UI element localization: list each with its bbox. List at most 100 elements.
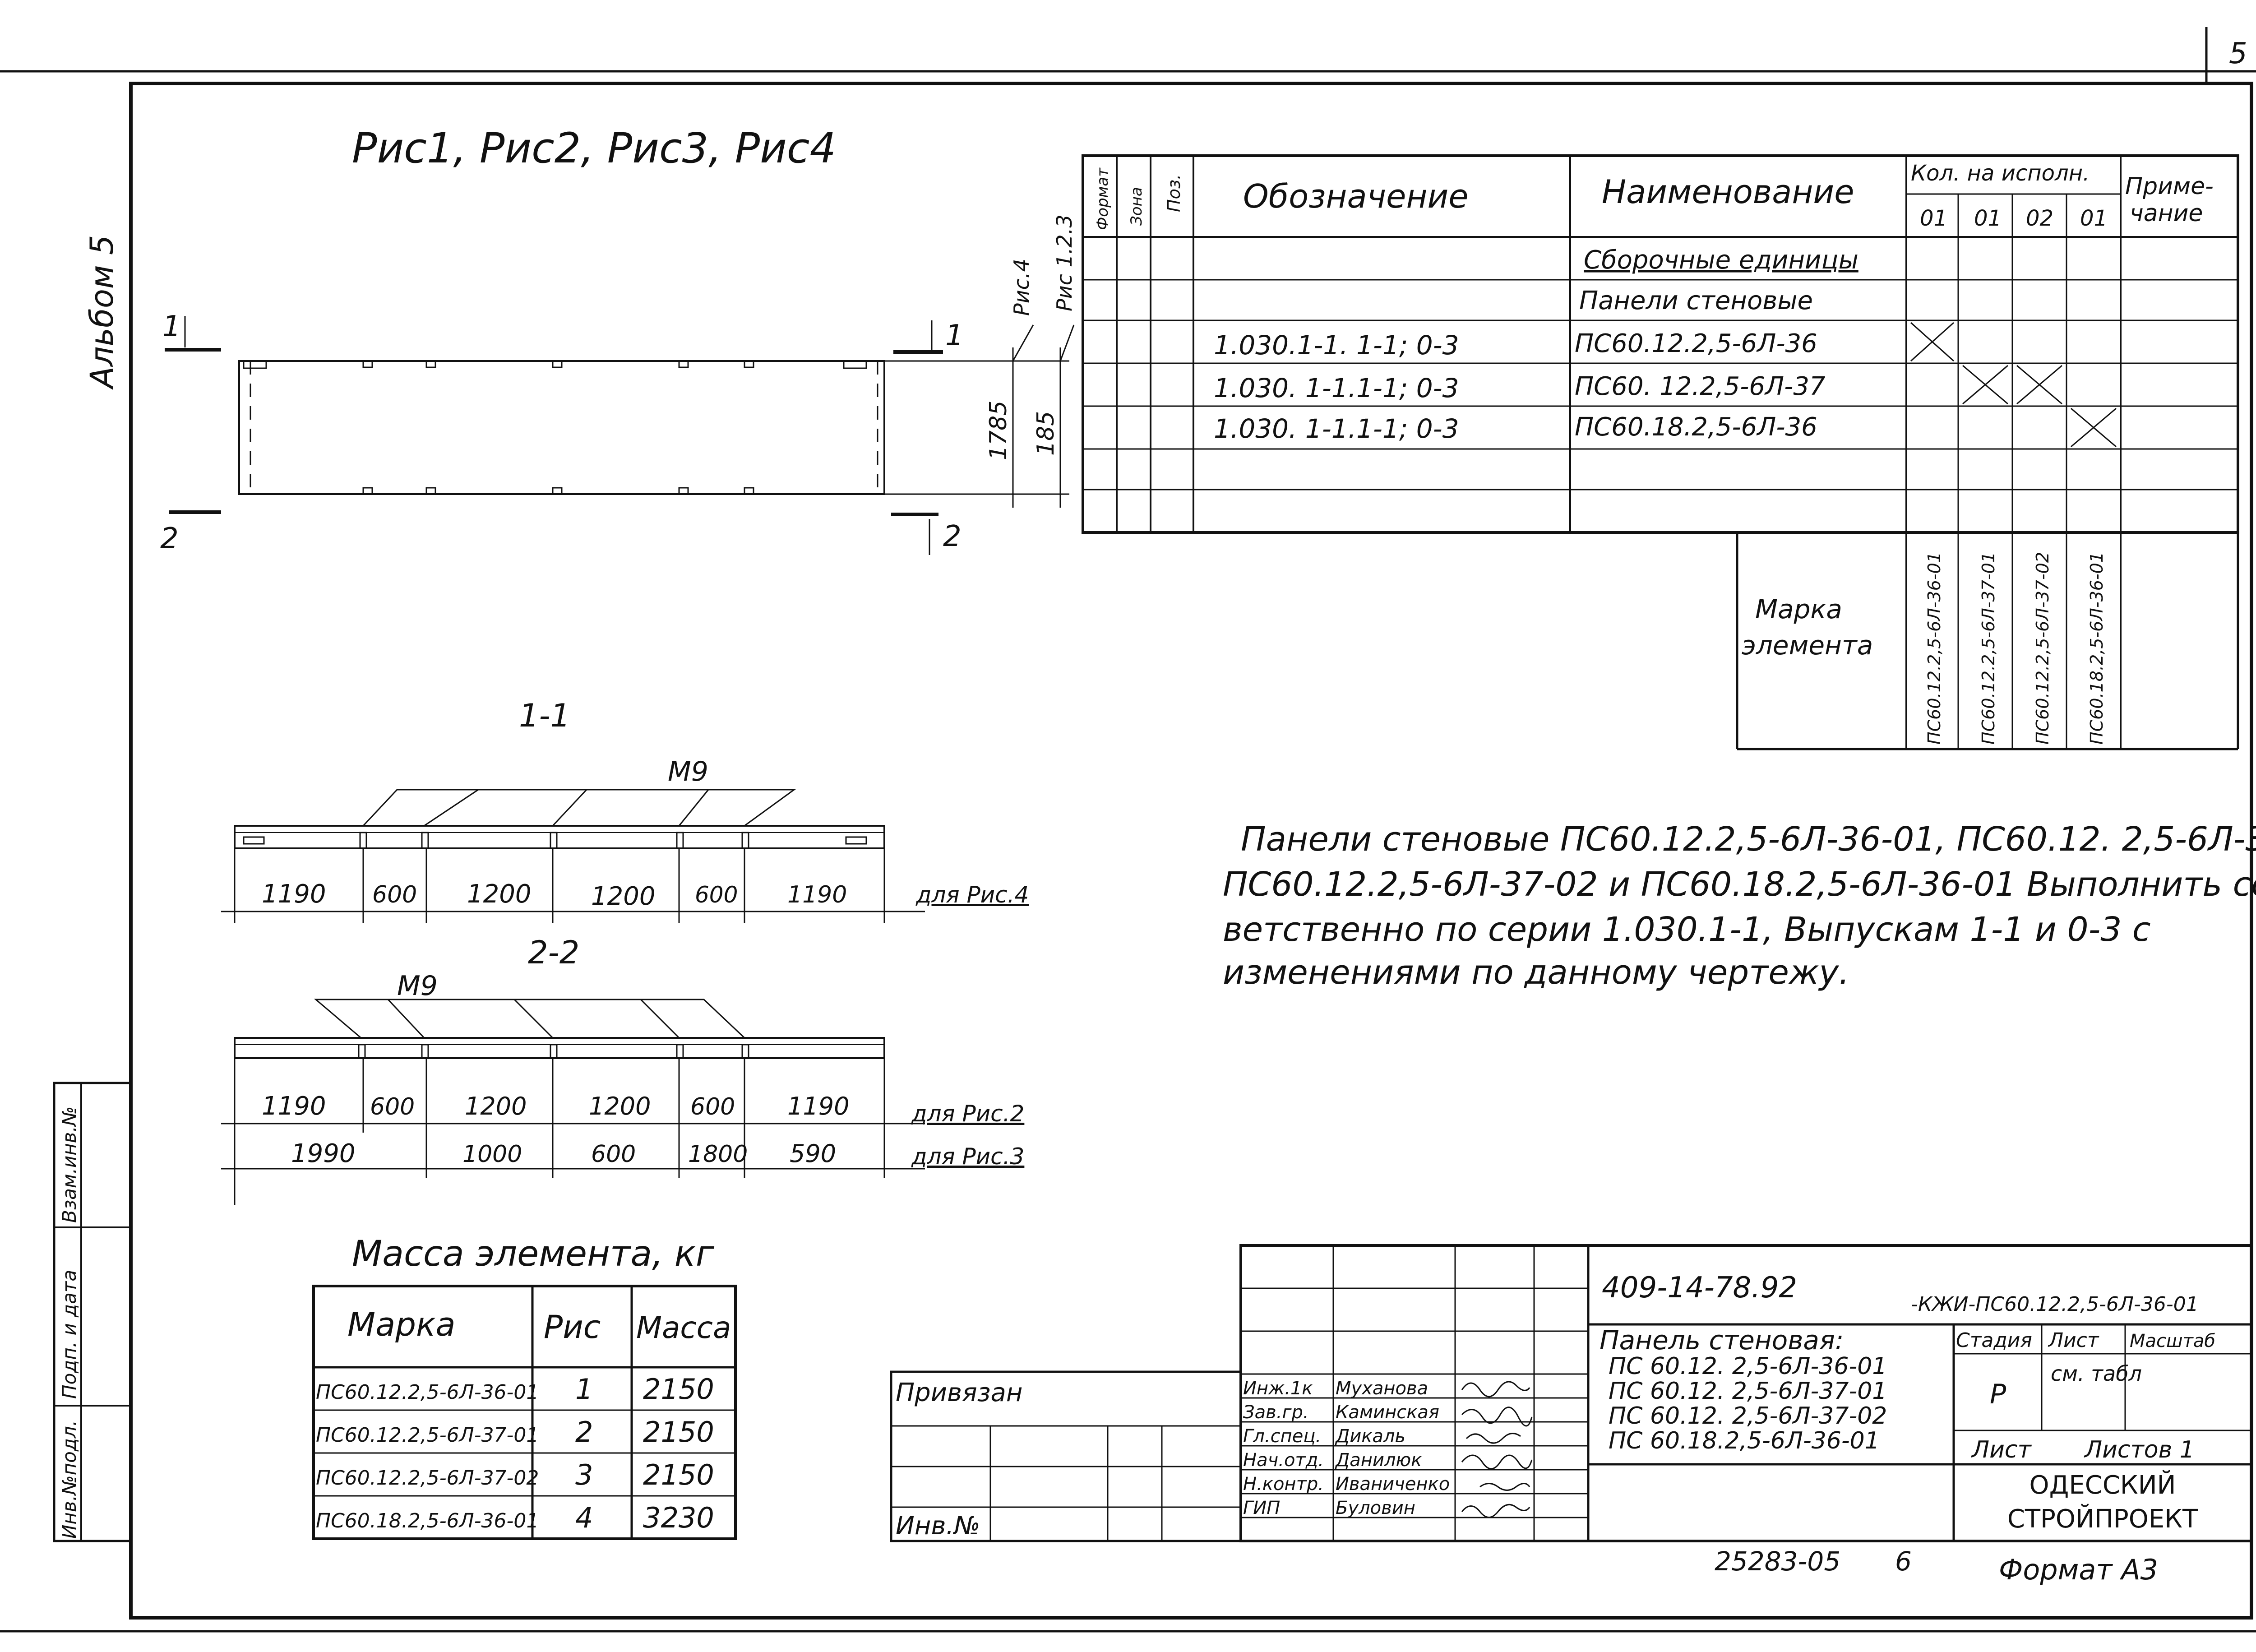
role-6-name: Буловин [1336,1498,1415,1518]
mass-row-1-mass: 2150 [643,1373,714,1406]
section-2-2-note: для Рис.2 [911,1101,1024,1127]
spec-header-zone: Зона [1128,187,1146,226]
side-stamp-inv: Инв.№подл. [58,1420,80,1539]
section-2-2-dim2-4: 1800 [688,1141,748,1168]
spec-row-3-name: ПС60.12.2,5-6Л-36 [1575,329,1817,358]
side-stamp-replace: Взам.инв.№ [58,1106,80,1223]
sheet-number: 5 [2229,37,2247,70]
title-stage-value: Р [1990,1379,2006,1410]
spec-header-format: Формат [1094,167,1112,230]
role-4: Нач.отд. [1243,1450,1324,1471]
spec-qty-col-3: 02 [2026,206,2053,231]
section-1-1-dim-6: 1190 [787,881,847,908]
spec-row-2-name: Панели стеновые [1579,286,1813,315]
section-2-2-dim-5: 600 [690,1093,735,1120]
side-stamp-sign: Подп. и дата [58,1270,80,1399]
footer-format: Формат А3 [1999,1553,2158,1586]
signatures [1461,1381,1533,1518]
mark-1: ПС60.12.2,5-6Л-36-01 [1924,552,1944,745]
section-1-1-mesh: М9 [668,756,708,787]
spec-row-4-designation: 1.030. 1-1.1-1; 0-3 [1214,373,1459,403]
mass-row-1-mark: ПС60.12.2,5-6Л-36-01 [316,1381,539,1404]
mass-table [312,1285,737,1540]
figures-title: Рис1, Рис2, Рис3, Рис4 [352,124,836,172]
album-label: Альбом 5 [83,235,120,390]
section-2-2-title: 2-2 [528,934,579,971]
title-name-4: ПС 60.12. 2,5-6Л-37-02 [1609,1402,1887,1430]
footer-sheet: 6 [1895,1546,1912,1577]
instruction-line-1: Панели стеновые ПС60.12.2,5-6Л-36-01, ПС… [1241,820,2256,859]
section-2-2-dim2-5: 590 [790,1139,836,1168]
role-3-name: Дикаль [1335,1426,1405,1447]
instruction-line-3: ветственно по серии 1.030.1-1, Выпускам … [1223,910,2151,949]
mass-row-4-fig: 4 [575,1501,593,1534]
side-stamp [53,1082,132,1542]
section-mark-2-right: 2 [943,520,962,553]
mark-2: ПС60.12.2,5-6Л-37-01 [1979,552,1998,745]
mark-4: ПС60.18.2,5-6Л-36-01 [2087,552,2107,745]
binding-label: Привязан [896,1378,1022,1407]
title-code-suffix: -КЖИ-ПС60.12.2,5-6Л-36-01 [1911,1293,2199,1316]
section-1-1-title: 1-1 [519,697,570,734]
section-1-1-dim-5: 600 [695,882,738,908]
role-1-name: Муханова [1336,1378,1428,1399]
title-scale-label: Масштаб [2130,1331,2215,1351]
mass-row-4-mass: 3230 [643,1501,714,1534]
title-name-3: ПС 60.12. 2,5-6Л-37-01 [1609,1378,1887,1405]
role-6: ГИП [1243,1498,1280,1518]
spec-qty-col-4: 01 [2080,206,2108,231]
mass-row-4-mark: ПС60.18.2,5-6Л-36-01 [316,1509,539,1532]
section-2-2-dim-3: 1200 [465,1092,527,1120]
title-sheet-label: Лист [2048,1329,2099,1352]
dim-small: 185 [1032,411,1059,456]
spec-qty-col-2: 01 [1974,206,2002,231]
title-name-1: Панель стеновая: [1600,1325,1844,1356]
title-org-1: ОДЕССКИЙ [2029,1470,2176,1500]
binding-inv: Инв.№ [896,1511,980,1541]
role-4-name: Данилюк [1335,1450,1422,1471]
mass-row-3-mass: 2150 [643,1458,714,1491]
section-1-1-drawing [221,789,925,923]
mass-header-fig: Рис [544,1309,601,1346]
mass-row-2-mass: 2150 [643,1416,714,1448]
mass-row-2-mark: ПС60.12.2,5-6Л-37-01 [316,1424,539,1447]
section-2-2-dim-2: 600 [370,1093,415,1120]
ref-label-a: Рис.4 [1009,259,1034,316]
instruction-line-2: ПС60.12.2,5-6Л-37-02 и ПС60.18.2,5-6Л-36… [1223,865,2256,904]
title-name-2: ПС 60.12. 2,5-6Л-36-01 [1609,1353,1887,1380]
mass-header-mass: Масса [636,1310,731,1345]
role-2: Зав.гр. [1243,1402,1309,1423]
title-sheets-total: Листов 1 [2084,1436,2195,1463]
spec-header-name: Наименование [1602,173,1854,211]
mark-3: ПС60.12.2,5-6Л-37-02 [2033,552,2053,745]
mass-table-title: Масса элемента, кг [352,1234,715,1274]
spec-row-4-name: ПС60. 12.2,5-6Л-37 [1575,372,1826,401]
section-mark-1-right: 1 [945,319,964,352]
spec-row-5-name: ПС60.18.2,5-6Л-36 [1575,412,1817,442]
section-2-2-note2: для Рис.3 [911,1143,1024,1170]
title-sheets-label: Лист [1971,1436,2032,1463]
instruction-line-4: изменениями по данному чертежу. [1223,953,1849,992]
title-stage-label: Стадия [1956,1329,2032,1352]
title-sheet-value: см. табл [2051,1361,2142,1386]
spec-table [1082,154,2239,750]
section-2-2-dim-4: 1200 [589,1092,651,1120]
role-5-name: Иваниченко [1336,1474,1450,1495]
section-2-2-mesh: М9 [397,970,438,1002]
mass-row-1-fig: 1 [575,1373,593,1406]
mass-row-3-mark: ПС60.12.2,5-6Л-37-02 [316,1467,539,1490]
spec-header-qty: Кол. на исполн. [1911,161,2090,186]
dim-height: 1785 [985,401,1012,460]
role-5: Н.контр. [1243,1474,1324,1495]
section-2-2-drawing [221,999,925,1205]
mass-row-2-fig: 2 [575,1416,593,1448]
panel-elevation [165,316,1075,555]
section-2-2-dim2-3: 600 [591,1141,636,1168]
title-code: 409-14-78.92 [1602,1271,1797,1305]
spec-header-designation: Обозначение [1243,177,1469,215]
section-mark-2-left: 2 [160,522,179,555]
section-2-2-dim2-1: 1990 [291,1139,356,1168]
spec-row-1-name: Сборочные единицы [1584,245,1858,275]
